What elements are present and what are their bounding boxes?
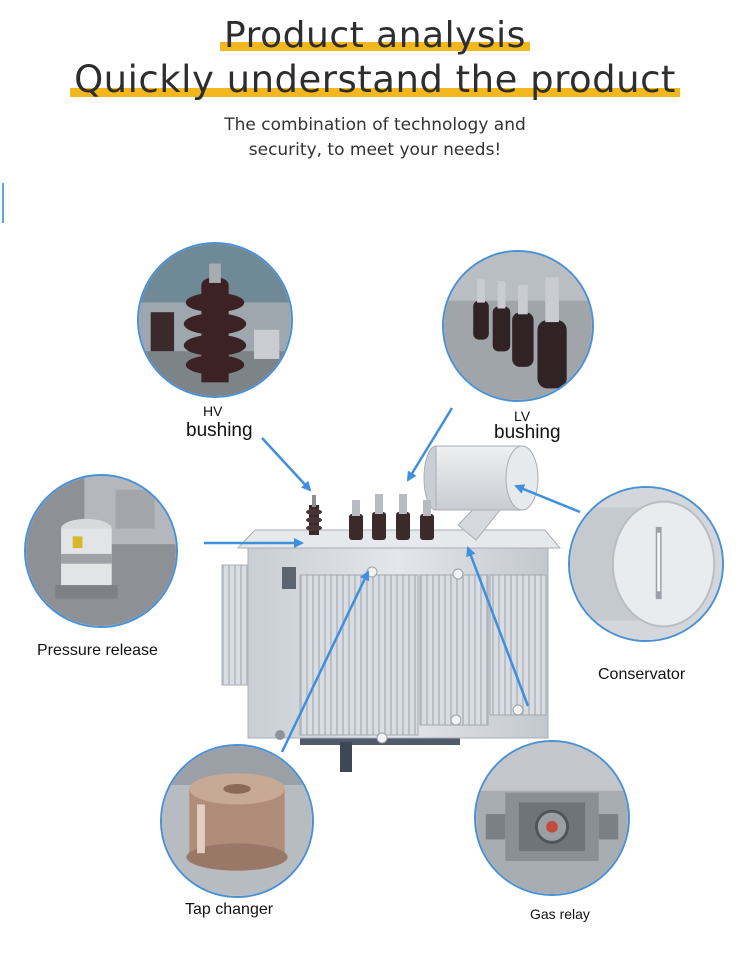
title-product-analysis: Product analysis — [0, 14, 750, 56]
base-rail — [300, 735, 460, 745]
left-edge-mark — [2, 183, 4, 223]
nameplate — [282, 567, 296, 589]
tap-changer-photo-art — [162, 746, 312, 896]
photo-pressure-release — [24, 474, 178, 628]
subtitle: The combination of technology and securi… — [0, 113, 750, 163]
drain-valve — [275, 730, 285, 740]
label-lv: LV — [514, 408, 531, 424]
lug — [450, 714, 462, 726]
title-quickly-understand: Quickly understand the product — [0, 58, 750, 101]
radiator-front-3 — [489, 574, 547, 716]
title-line1-text: Product analysis — [224, 15, 526, 56]
pressure-release-photo-art — [26, 476, 176, 626]
photo-tap-changer — [160, 744, 314, 898]
lug — [366, 566, 378, 578]
photo-conservator — [568, 486, 724, 642]
base-leg — [340, 742, 352, 772]
label-hv-bushing: bushing — [186, 420, 253, 441]
label-tap-changer: Tap changer — [185, 901, 274, 918]
lv-bushing-photo-art — [444, 252, 592, 400]
title-line2: Quickly understand the product — [70, 58, 680, 101]
title-line1: Product analysis — [220, 15, 530, 56]
conservator-pipe — [457, 491, 509, 541]
arrow-gas-relay — [466, 546, 530, 707]
lug — [512, 704, 524, 716]
arrow-hv-bushing — [261, 437, 312, 492]
conservator-tank — [435, 445, 523, 511]
arrow-tap-changer — [280, 570, 370, 753]
radiator-left — [221, 564, 263, 686]
arrow-lv-bushing — [406, 407, 454, 482]
conservator-end-left — [423, 445, 449, 511]
transformer — [221, 445, 562, 772]
conservator-end-right — [505, 445, 539, 511]
lug — [452, 568, 464, 580]
subtitle-line1: The combination of technology and — [224, 115, 526, 135]
lug — [376, 732, 388, 744]
hv-bushing-photo-art — [139, 244, 291, 396]
label-hv: HV — [203, 403, 223, 419]
gas-relay-photo-art — [476, 742, 628, 894]
lv-bushings — [349, 494, 434, 540]
hv-bushing — [306, 495, 322, 535]
label-lv-bushing: bushing — [494, 422, 561, 443]
top-cover — [236, 529, 562, 549]
label-gas-relay: Gas relay — [530, 906, 590, 922]
conservator-photo-art — [570, 488, 722, 640]
subtitle-line2: security, to meet your needs! — [248, 140, 502, 160]
photo-hv-bushing — [137, 242, 293, 398]
radiator-front-1 — [299, 574, 419, 736]
main-tank — [247, 547, 549, 739]
label-conservator: Conservator — [598, 666, 686, 683]
photo-lv-bushing — [442, 250, 594, 402]
photo-gas-relay — [474, 740, 630, 896]
label-pressure-release: Pressure release — [37, 642, 158, 659]
arrow-conservator — [514, 484, 581, 514]
radiator-front-2 — [419, 574, 489, 726]
title-line2-text: Quickly understand the product — [74, 58, 676, 101]
callout-arrows — [204, 407, 581, 753]
